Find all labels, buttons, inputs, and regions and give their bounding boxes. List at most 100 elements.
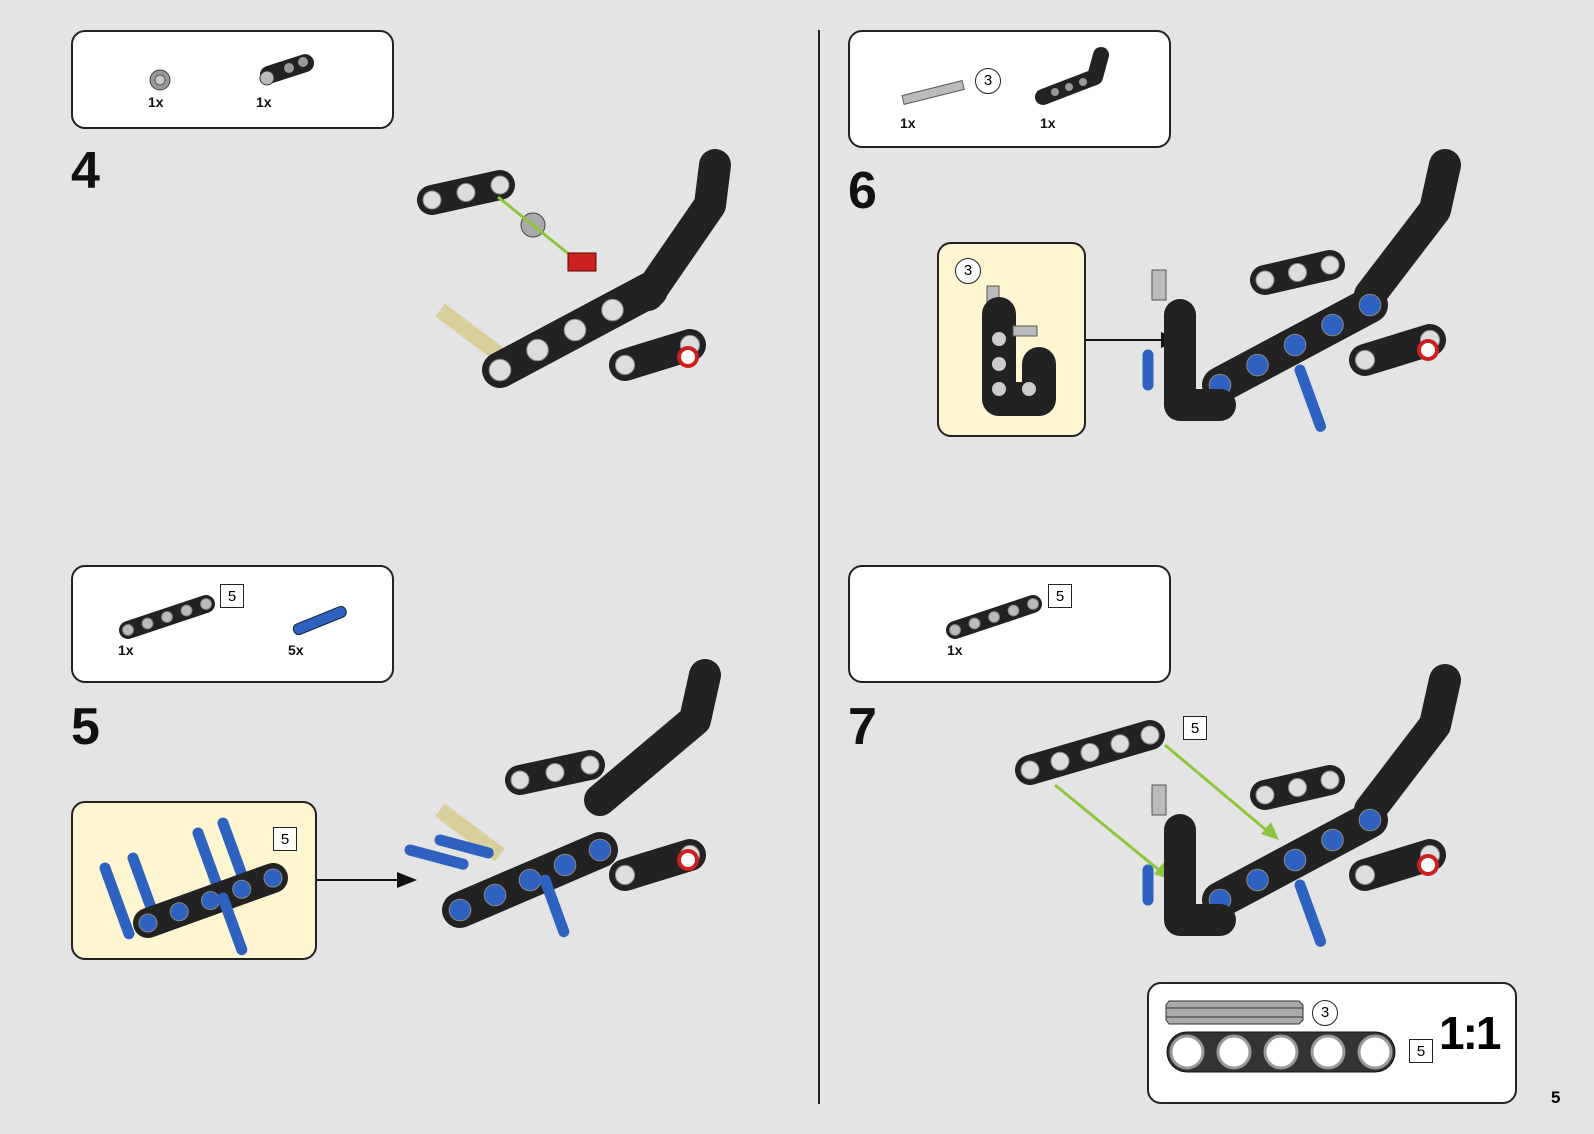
beam-hole (1027, 598, 1039, 610)
beam-hole (1358, 293, 1382, 317)
blue-pin (539, 874, 570, 938)
red-axle-end (1417, 339, 1439, 361)
step-7-parts-box: 5 1x (848, 565, 1171, 683)
beam-hole (483, 883, 507, 907)
beam (609, 329, 706, 381)
step-6-subassembly-callout: 3 (937, 242, 1086, 437)
axle-3-scale-icon (1165, 1000, 1304, 1025)
beam-hole (1007, 604, 1020, 617)
grey-axle (1151, 784, 1167, 816)
step-number: 6 (848, 162, 877, 220)
beam-hole (518, 868, 542, 892)
beam-hole (122, 624, 134, 636)
length-badge: 3 (975, 68, 1001, 94)
beam-hole (614, 864, 636, 886)
beam-hole (1050, 751, 1070, 771)
beam-hole (1020, 760, 1040, 780)
count-badge: 5 (273, 827, 297, 851)
blue-pin (404, 844, 469, 870)
length-badge: 3 (955, 258, 981, 284)
beam (1349, 839, 1446, 891)
beam-hole (422, 190, 442, 210)
page-number: 5 (1551, 1088, 1561, 1107)
beam-hole (263, 868, 283, 888)
bush-part-icon (149, 69, 171, 91)
red-axle (567, 252, 597, 272)
beam-hole (1354, 864, 1376, 886)
count-badge: 5 (220, 584, 244, 608)
beam-hole (1246, 868, 1269, 892)
beam-hole (200, 598, 212, 610)
page-divider (818, 30, 820, 1104)
count-badge: 5 (1409, 1039, 1433, 1063)
step-7-new-beam (1015, 720, 1165, 785)
beam-hole (1288, 778, 1307, 797)
red-axle-end (677, 849, 699, 871)
beam-hole (169, 902, 189, 922)
part-qty: 1x (118, 642, 134, 658)
red-axle-end (677, 346, 699, 368)
beam-hole (1140, 725, 1160, 745)
step-6-model (1142, 149, 1461, 432)
beam-hole (588, 838, 612, 862)
beam-hole (526, 338, 549, 362)
step-number: 4 (71, 142, 100, 200)
step-5-model (404, 659, 721, 938)
beam-hole (1283, 333, 1307, 357)
beam-hole (968, 617, 981, 630)
beam-hole (138, 913, 158, 933)
part-qty: 5x (288, 642, 304, 658)
part-qty: 1x (947, 642, 963, 658)
beam-hole (601, 298, 624, 322)
blue-pin (99, 862, 135, 940)
beam-5-scale-icon (1166, 1031, 1396, 1073)
length-badge: 3 (1312, 1000, 1338, 1026)
beam-hole (988, 611, 1000, 623)
beam-hole (448, 898, 472, 922)
step-number: 5 (71, 698, 100, 756)
part-qty: 1x (148, 94, 164, 110)
beam-hole (161, 611, 173, 623)
beam-hole (1246, 353, 1269, 377)
angle-beam (632, 149, 731, 311)
step-5-subassembly-callout: 5 (71, 801, 317, 960)
connector-beam-part-icon (259, 54, 315, 86)
angle-beam (1354, 149, 1461, 311)
beam-5-part-icon (946, 595, 1042, 639)
angle-beam-with-axle (982, 285, 1056, 416)
beam-5-part-icon (119, 595, 215, 639)
angle-beam-vertical (1164, 814, 1236, 936)
step-4-model (417, 149, 731, 388)
count-badge: 5 (1048, 584, 1072, 608)
beam-with-pins-subassembly (99, 817, 288, 956)
angle-beam (584, 659, 721, 816)
beam-hole (232, 879, 252, 899)
green-placement-arrows (1054, 743, 1279, 880)
beam-hole (1255, 270, 1275, 290)
beam-hole (949, 624, 961, 636)
beam-hole (1255, 785, 1275, 805)
beam-hole (545, 763, 565, 782)
angle-beam-vertical (1164, 299, 1236, 421)
scale-ratio: 1:1 (1439, 1007, 1502, 1059)
beam-hole (1358, 808, 1382, 832)
part-qty: 1x (1040, 115, 1056, 131)
angle-beam (1354, 664, 1461, 826)
beam-hole (1354, 349, 1376, 371)
beam-hole (1320, 770, 1340, 790)
beam-hole (580, 755, 600, 775)
beam-hole (488, 358, 512, 382)
angle-beam-part-icon (1035, 47, 1109, 105)
beam-hole (1283, 848, 1307, 872)
red-axle-end (1417, 854, 1439, 876)
beam-hole (1288, 263, 1307, 282)
arrow-icon (317, 872, 417, 888)
tan-axle (435, 803, 505, 862)
part-qty: 1x (900, 115, 916, 131)
beam-hole (563, 318, 587, 342)
beam-hole (510, 770, 530, 790)
step-6-parts-box: 3 1x 1x (848, 30, 1171, 148)
step-7-model (1142, 664, 1461, 947)
step-4-parts-box: 1x 1x (71, 30, 394, 129)
blue-pin (217, 892, 248, 956)
